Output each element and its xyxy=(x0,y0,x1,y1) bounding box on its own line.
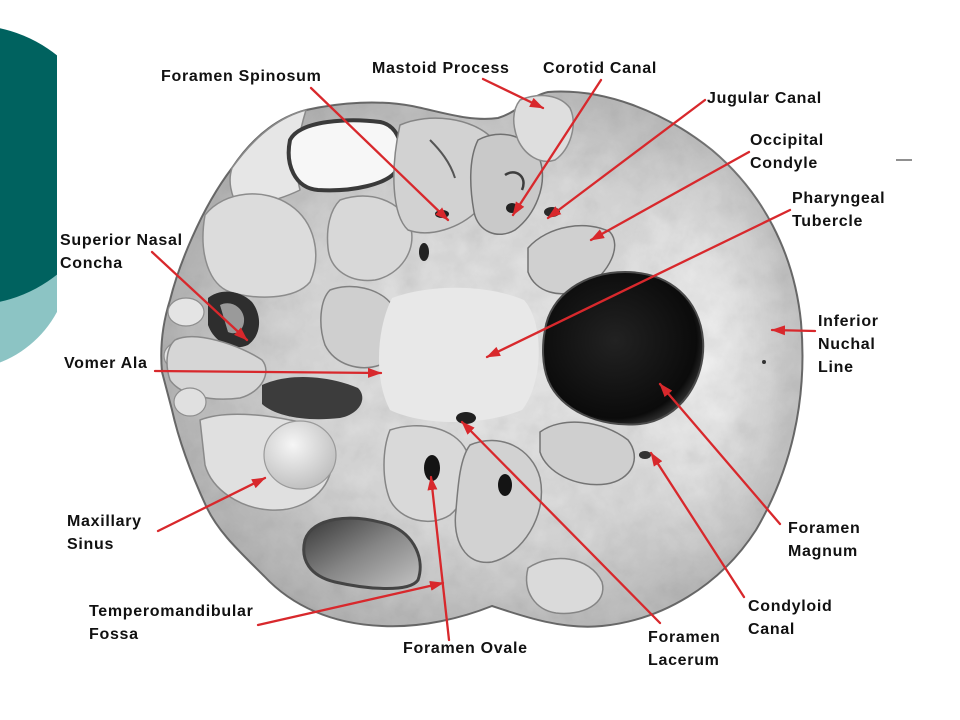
arrow-superior-nasal-concha xyxy=(150,250,249,342)
arrow-temperomandibular-fossa xyxy=(256,581,445,627)
teal-dark-circle xyxy=(0,28,57,302)
arrow-mastoid-process xyxy=(481,77,545,110)
decorative-teal-circles xyxy=(0,28,57,363)
label-superior-nasal-concha-line1: Superior Nasal xyxy=(60,232,183,249)
mastoid-lower xyxy=(525,557,604,615)
label-pharyngeal-tubercle-line1: Pharyngeal xyxy=(792,190,885,207)
crack-line xyxy=(504,171,525,191)
arrows xyxy=(150,77,817,642)
label-inferior-nuchal-line-line1: Inferior xyxy=(818,313,879,330)
label-inferior-nuchal-line-line3: Line xyxy=(818,359,854,376)
sphenoid-wing xyxy=(326,195,413,282)
label-temperomandibular-fossa-line2: Fossa xyxy=(89,626,139,643)
foramen-hole xyxy=(419,243,429,261)
arrow-maxillary-sinus xyxy=(156,476,267,533)
arrow-foramen-spinosum xyxy=(309,86,450,222)
arrow-corotid-canal xyxy=(511,78,603,217)
label-foramen-lacerum-line1: Foramen xyxy=(648,629,720,646)
arrow-occipital-condyle xyxy=(589,150,751,242)
foramen-lacerum-hole xyxy=(456,412,476,424)
condyloid-canal-hole xyxy=(639,451,651,459)
label-temperomandibular-fossa-line1: Temperomandibular xyxy=(89,603,254,620)
upper-temporal-opening xyxy=(286,118,403,193)
label-foramen-ovale: Foramen Ovale xyxy=(403,640,528,657)
arrow-inferior-nuchal-line xyxy=(770,325,817,336)
label-corotid-canal: Corotid Canal xyxy=(543,60,657,77)
label-superior-nasal-concha-line2: Concha xyxy=(60,255,123,272)
label-foramen-magnum-line2: Magnum xyxy=(788,543,858,560)
occipital-condyle-lower xyxy=(539,421,636,486)
choana-cavity xyxy=(262,376,363,420)
label-vomer-ala: Vomer Ala xyxy=(64,355,148,372)
label-maxillary-sinus-line2: Sinus xyxy=(67,536,114,553)
label-pharyngeal-tubercle-line2: Tubercle xyxy=(792,213,863,230)
arrow-foramen-magnum xyxy=(658,382,782,526)
label-condyloid-canal-line2: Canal xyxy=(748,621,795,638)
tooth-socket xyxy=(167,297,205,327)
label-mastoid-process: Mastoid Process xyxy=(372,60,510,77)
label-condyloid-canal-line1: Condyloid xyxy=(748,598,833,615)
maxillary-sinus-bulge xyxy=(263,420,337,490)
arrow-condyloid-canal xyxy=(649,451,746,599)
arrow-foramen-lacerum xyxy=(460,420,662,625)
skull-base-image xyxy=(160,90,804,628)
arrow-foramen-ovale xyxy=(427,475,451,642)
bone-speck xyxy=(762,360,766,364)
foramen-magnum-shape xyxy=(542,270,705,426)
petrous-lower xyxy=(454,439,543,564)
foramen-ovale-hole xyxy=(424,455,440,481)
arrow-pharyngeal-tubercle xyxy=(485,208,792,359)
label-inferior-nuchal-line-line2: Nuchal xyxy=(818,336,876,353)
label-jugular-canal: Jugular Canal xyxy=(707,90,822,107)
label-foramen-lacerum-line2: Lacerum xyxy=(648,652,720,669)
foramen-hole xyxy=(498,474,512,496)
label-occipital-condyle-line1: Occipital xyxy=(750,132,824,149)
label-occipital-condyle-line2: Condyle xyxy=(750,155,818,172)
label-foramen-spinosum: Foramen Spinosum xyxy=(161,68,322,85)
arrow-jugular-canal xyxy=(546,98,707,220)
lower-temporal-opening xyxy=(302,516,422,590)
tooth-socket xyxy=(173,387,207,417)
label-maxillary-sinus-line1: Maxillary xyxy=(67,513,142,530)
maxilla-upper-block xyxy=(202,193,317,298)
nasal-concha-shape xyxy=(220,303,245,334)
basiocciput xyxy=(378,287,539,422)
suture-line xyxy=(429,139,456,179)
labels: Foramen Spinosum Mastoid Process Corotid… xyxy=(60,60,885,669)
palate-block xyxy=(166,336,267,400)
arrow-vomer-ala xyxy=(153,367,383,378)
label-foramen-magnum-line1: Foramen xyxy=(788,520,860,537)
